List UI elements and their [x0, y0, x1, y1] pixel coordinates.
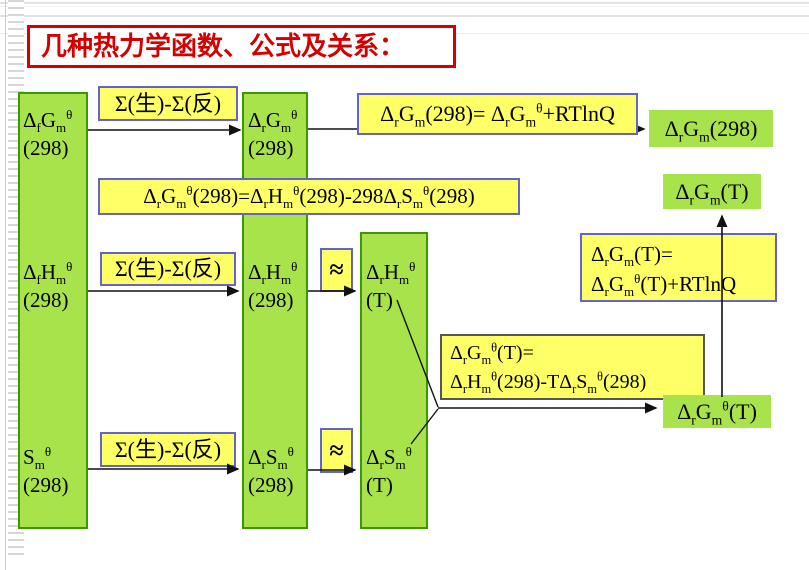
slide-title: 几种热力学函数、公式及关系： [27, 25, 456, 68]
label-drGm298: ΔrGmθ (298) [248, 107, 298, 160]
formula-rGthetaT: ΔrGmθ(T)= ΔrHmθ(298)-TΔrSmθ(298) [440, 334, 705, 400]
formula-rGT-RTlnQ: ΔrGm(T)= ΔrGmθ(T)+RTlnQ [580, 233, 777, 302]
result-rGmThetaT: ΔrGmθ(T) [663, 395, 771, 428]
formula-rG298-RTlnQ: ΔrGm(298)= ΔrGmθ+RTlnQ [357, 93, 638, 135]
green-column-reaction-298 [242, 92, 308, 529]
label-dfHm298: ΔfHmθ (298) [23, 259, 73, 312]
rule-line [0, 15, 809, 17]
label-drSmT: ΔrSmθ (T) [366, 444, 412, 497]
rule-line [0, 2, 809, 4]
rule-line [0, 6, 809, 7]
approx-box-row2: ≈ [320, 248, 353, 292]
result-rGmT: ΔrGm(T) [663, 174, 761, 209]
slide-title-text: 几种热力学函数、公式及关系： [41, 32, 406, 61]
green-column-standard-data [18, 92, 88, 529]
result-rGm298: ΔrGm(298) [649, 110, 773, 147]
sigma-box-row2: Σ(生)-Σ(反) [100, 252, 236, 286]
label-drHm298: ΔrHmθ (298) [248, 259, 298, 312]
approx-box-row3: ≈ [320, 428, 353, 473]
left-pane-divider [5, 0, 6, 570]
label-Sm298: Smθ (298) [23, 444, 69, 497]
sigma-box-row1: Σ(生)-Σ(反) [98, 86, 238, 121]
formula-gibbs-helmholtz-298: ΔrGmθ(298)=ΔrHmθ(298)-298ΔrSmθ(298) [98, 178, 520, 215]
label-dfGm298: ΔfGmθ (298) [23, 107, 73, 160]
label-drSm298: ΔrSmθ (298) [248, 444, 294, 497]
sigma-box-row3: Σ(生)-Σ(反) [100, 432, 236, 467]
label-drHmT: ΔrHmθ (T) [366, 259, 416, 312]
